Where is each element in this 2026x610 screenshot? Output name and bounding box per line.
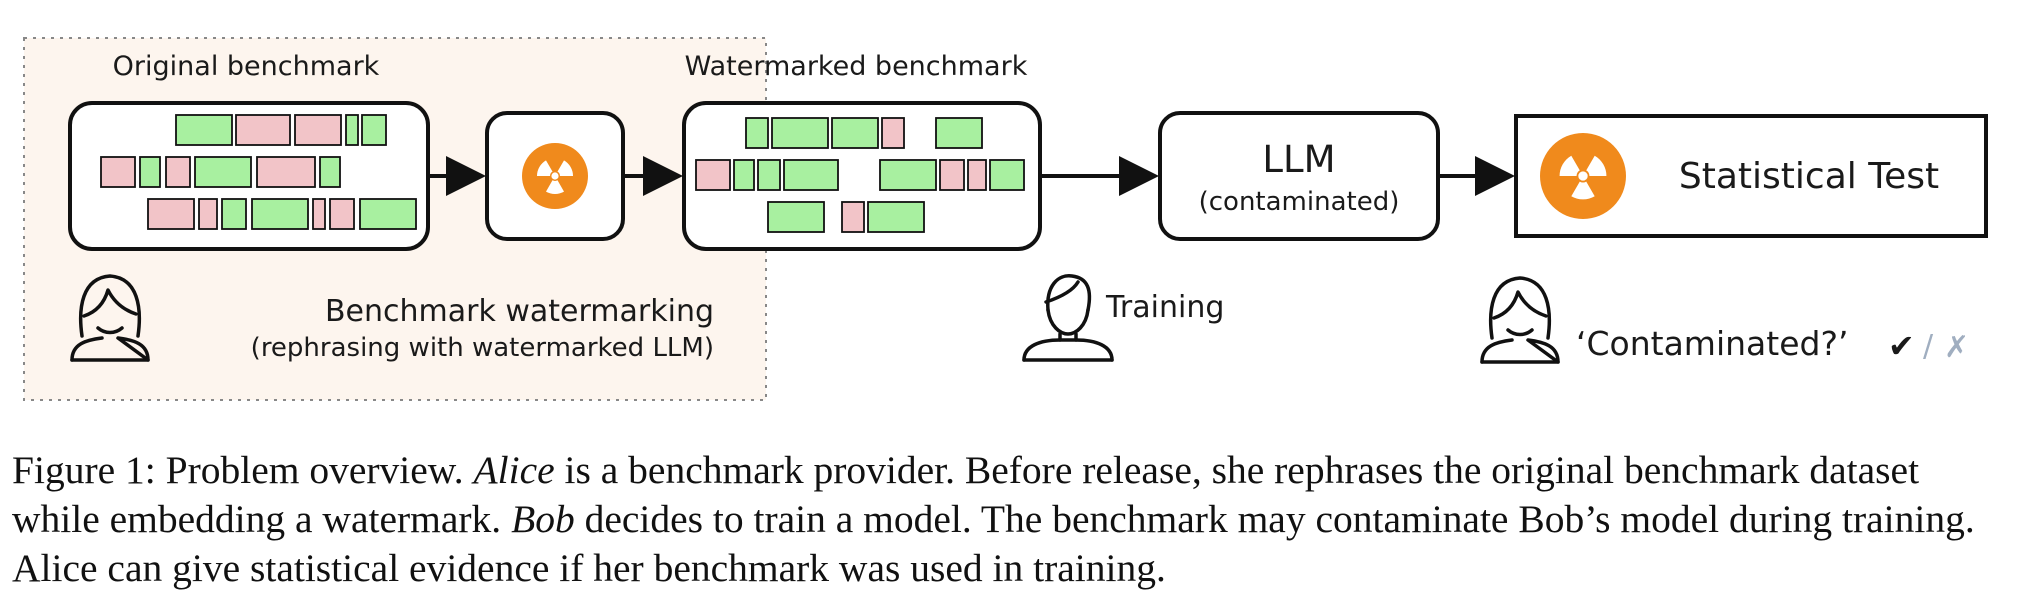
pink-token-block — [147, 198, 195, 230]
alice-role-line1: Benchmark watermarking — [325, 294, 714, 329]
green-token-block — [139, 156, 161, 188]
pink-token-block — [256, 156, 316, 188]
llm-subtitle: (contaminated) — [1199, 187, 1400, 217]
llm-box — [1158, 111, 1440, 241]
pink-token-block — [165, 156, 191, 188]
radiation-icon — [522, 143, 588, 209]
contaminated-question: ‘Contaminated?’ — [1576, 324, 1848, 363]
caption-paragraph: Figure 1: Problem overview. Alice is a b… — [12, 446, 2012, 593]
caption-text-2: is a benchmark provider. Before release,… — [12, 448, 1920, 541]
pink-token-block — [939, 159, 965, 191]
pink-token-block — [881, 117, 905, 149]
green-token-block — [771, 117, 829, 149]
pink-token-block — [294, 114, 342, 146]
green-token-block — [733, 159, 755, 191]
pink-token-block — [235, 114, 291, 146]
alice-role-line2: (rephrasing with watermarked LLM) — [251, 333, 714, 363]
pink-token-block — [329, 198, 355, 230]
original-benchmark-label: Original benchmark — [113, 51, 380, 82]
green-token-block — [359, 198, 417, 230]
caption-label: Figure 1: — [12, 448, 156, 492]
caption-bob: Bob — [511, 497, 575, 541]
woman-avatar-icon — [1480, 276, 1560, 364]
green-token-block — [879, 159, 937, 191]
green-token-block — [783, 159, 839, 191]
answer-separator: / — [1923, 329, 1934, 364]
bob-training-label: Training — [1105, 290, 1224, 325]
watermarked-benchmark-label: Watermarked benchmark — [685, 51, 1028, 82]
caption-text-3: decides to train a model. The benchmark … — [12, 497, 1975, 590]
green-token-block — [345, 114, 359, 146]
green-token-block — [757, 159, 781, 191]
pink-token-block — [198, 198, 218, 230]
caption-text-1: Problem overview. — [155, 448, 474, 492]
green-token-block — [221, 198, 247, 230]
green-token-block — [319, 156, 341, 188]
pink-token-block — [312, 198, 326, 230]
green-token-block — [867, 201, 925, 233]
woman-avatar-icon — [70, 274, 150, 362]
cross-mark-icon: ✗ — [1944, 330, 1969, 365]
pink-token-block — [695, 159, 731, 191]
green-token-block — [361, 114, 387, 146]
pink-token-block — [967, 159, 987, 191]
green-token-block — [831, 117, 879, 149]
green-token-block — [194, 156, 252, 188]
green-token-block — [251, 198, 309, 230]
statistical-test-label: Statistical Test — [1679, 156, 1939, 197]
check-mark-icon: ✔ — [1888, 327, 1915, 365]
caption-alice: Alice — [473, 448, 555, 492]
original-token-blocks — [100, 114, 417, 230]
overview-diagram: Original benchmark Watermarked benchmark… — [23, 37, 1988, 401]
green-token-block — [175, 114, 233, 146]
man-avatar-icon — [1022, 274, 1114, 362]
radiation-icon — [1540, 133, 1626, 219]
watermarked-token-blocks — [695, 117, 1025, 233]
llm-title: LLM — [1262, 138, 1335, 181]
green-token-block — [745, 117, 769, 149]
pink-token-block — [841, 201, 865, 233]
figure-caption: Figure 1: Problem overview. Alice is a b… — [12, 446, 2012, 593]
green-token-block — [935, 117, 983, 149]
green-token-block — [989, 159, 1025, 191]
green-token-block — [767, 201, 825, 233]
pink-token-block — [100, 156, 136, 188]
